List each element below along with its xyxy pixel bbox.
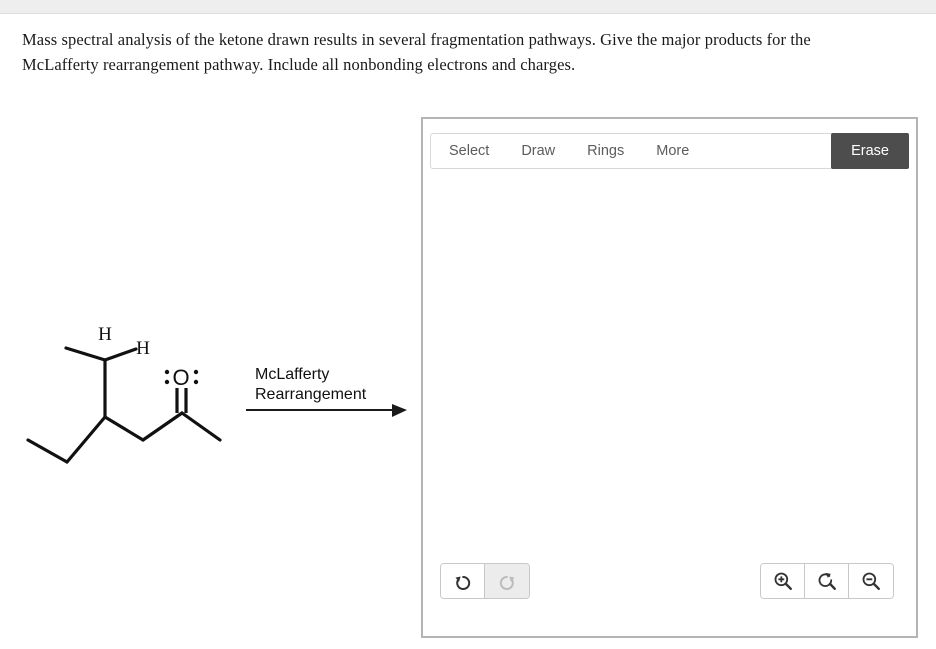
magnifier-reset-icon: [818, 572, 836, 590]
toolbar-spacer: [705, 134, 831, 168]
top-bar: [0, 0, 936, 14]
zoom-out-button[interactable]: [849, 564, 893, 598]
bond-c3-c2: [141, 411, 184, 442]
drawing-toolbar: Select Draw Rings More Erase: [430, 133, 909, 169]
carbonyl-double-bond: [175, 388, 188, 413]
tool-more[interactable]: More: [656, 143, 690, 159]
undo-icon: [455, 575, 470, 590]
redo-button[interactable]: [485, 564, 529, 598]
bond-c6-c5: [26, 438, 69, 464]
lone-pair-dot: [164, 379, 170, 385]
reaction-scheme: H H O McLafferty Rearrangement: [0, 300, 420, 470]
atom-label-h-top: H: [98, 324, 112, 345]
tool-draw[interactable]: Draw: [521, 143, 556, 159]
reaction-scheme-svg: H H O McLafferty Rearrangement: [26, 324, 407, 464]
tool-select[interactable]: Select: [449, 143, 490, 159]
bond-c5-c4: [65, 415, 107, 464]
atom-label-h-right: H: [136, 338, 150, 359]
question-prompt: Mass spectral analysis of the ketone dra…: [22, 30, 811, 74]
history-button-group: [440, 563, 530, 599]
zoom-reset-button[interactable]: [805, 564, 849, 598]
erase-button[interactable]: Erase: [831, 133, 909, 169]
zoom-button-group: [760, 563, 894, 599]
arrow-label-line-2: Rearrangement: [255, 386, 367, 403]
magnifier-plus-icon: [774, 572, 792, 590]
lone-pair-dot: [193, 369, 199, 375]
bond-ch-h-right: [103, 347, 138, 362]
lone-pair-dot: [164, 369, 170, 375]
bond-ch-methyl: [64, 346, 107, 362]
magnifier-minus-icon: [862, 572, 880, 590]
atom-label-oxygen: O: [172, 365, 189, 390]
bond-c4-c3: [103, 415, 145, 442]
arrow-label-line-1: McLafferty: [255, 366, 329, 383]
reaction-arrow: [246, 404, 407, 417]
lone-pair-dot: [193, 379, 199, 385]
tool-rings[interactable]: Rings: [587, 143, 625, 159]
drawing-canvas[interactable]: [430, 171, 909, 576]
redo-icon: [499, 575, 515, 590]
zoom-in-button[interactable]: [761, 564, 805, 598]
undo-button[interactable]: [441, 564, 485, 598]
molecule-drawing-panel: Select Draw Rings More Erase: [421, 117, 918, 638]
bond-c2-c1: [180, 411, 222, 442]
ketone-structure: [26, 346, 222, 464]
